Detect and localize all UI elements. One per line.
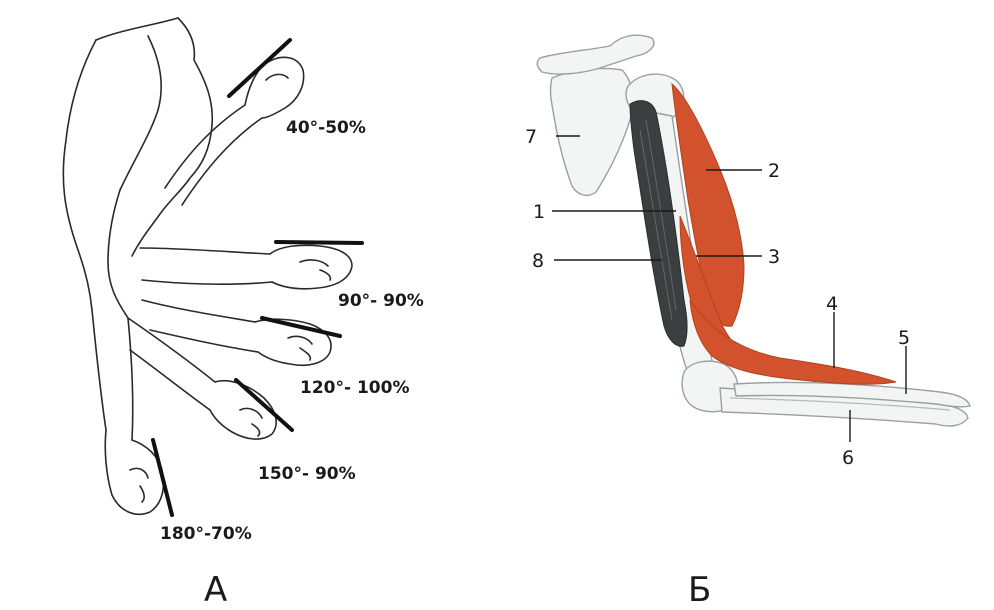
marker-8: 8: [532, 250, 544, 272]
forearm-90-outline: [139, 247, 273, 285]
marker-6: 6: [842, 447, 854, 469]
dynamometer-handle-150: [234, 378, 294, 432]
label-40-50: 40°-50%: [286, 118, 366, 138]
scapula: [549, 67, 634, 197]
marker-4: 4: [826, 293, 838, 315]
hand-90: [269, 244, 353, 290]
panel-a-label: А: [204, 570, 227, 610]
hand-40: [244, 56, 305, 119]
torso-back-outline: [62, 39, 97, 311]
marker-3: 3: [768, 246, 780, 268]
panel-a-drawing: 40°-50% 90°- 90% 120°- 100% 150°- 90% 18…: [62, 17, 424, 610]
marker-5: 5: [898, 327, 910, 349]
triceps-muscle: [629, 100, 688, 347]
clavicle: [536, 34, 655, 75]
dynamometer-handle-180: [151, 438, 174, 517]
upper-arm-line: [107, 189, 129, 319]
torso-outline: [131, 17, 214, 257]
forearm-bone-line: [729, 397, 951, 411]
label-180-70: 180°-70%: [160, 524, 252, 544]
torso-inner-line: [95, 17, 179, 41]
marker-2: 2: [768, 160, 780, 182]
forearm-150-outline: [127, 317, 216, 411]
forearm-180-outline: [91, 309, 134, 441]
hand-150: [209, 380, 277, 440]
hand-120: [254, 318, 332, 367]
forearm-120-outline: [141, 299, 259, 353]
forearm-40-outline: [164, 104, 263, 206]
label-150-90: 150°- 90%: [258, 464, 356, 484]
label-90-90: 90°- 90%: [338, 291, 424, 311]
dynamometer-handle-90: [274, 240, 364, 245]
dynamometer-handle-120: [260, 316, 342, 338]
panel-b-label: Б: [688, 570, 711, 610]
panel-b-drawing: 7 1 8 2 3 4 5 6 Б: [525, 34, 971, 610]
forearm-radius: [733, 381, 971, 408]
shoulder-fold: [119, 35, 162, 191]
marker-1: 1: [533, 201, 545, 223]
brachioradialis-muscle: [689, 299, 897, 385]
dynamometer-handle-40: [227, 38, 292, 98]
label-120-100: 120°- 100%: [300, 378, 409, 398]
biceps-muscle: [671, 82, 745, 327]
marker-7: 7: [525, 126, 537, 148]
